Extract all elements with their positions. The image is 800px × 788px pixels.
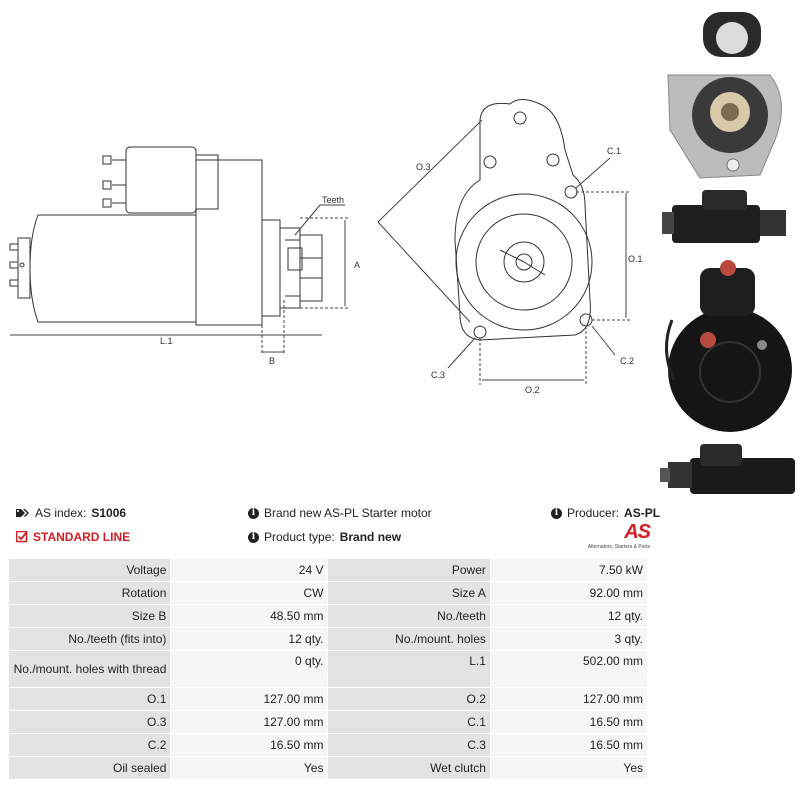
table-row: Voltage 24 V Power 7.50 kW <box>7 558 649 582</box>
spec-label: Wet clutch <box>327 756 491 780</box>
spec-value: 16.50 mm <box>170 733 329 757</box>
info-icon: i <box>248 531 259 543</box>
logo-subtitle: Alternators, Starters & Parts <box>587 544 650 550</box>
spec-value: 12 qty. <box>170 627 329 651</box>
spec-label: O.3 <box>7 710 172 734</box>
dim-o3-label: O.3 <box>416 162 431 172</box>
dim-l1-label: L.1 <box>160 336 173 346</box>
spec-label: Size A <box>327 581 491 605</box>
dim-b-label: B <box>269 356 275 366</box>
teeth-label: Teeth <box>322 195 344 205</box>
producer-label: Producer: <box>567 506 620 520</box>
table-row: C.2 16.50 mm C.3 16.50 mm <box>7 733 649 757</box>
spec-value: CW <box>170 581 329 605</box>
spec-value: 7.50 kW <box>489 558 649 582</box>
spec-value: 24 V <box>170 558 329 582</box>
as-index-label: AS index: <box>35 506 87 520</box>
spec-label: No./mount. holes <box>327 627 491 651</box>
producer: i Producer: AS-PL <box>551 506 660 520</box>
spec-label: O.2 <box>327 687 491 711</box>
info-icon: i <box>248 507 259 519</box>
spec-value: 127.00 mm <box>489 687 649 711</box>
spec-label: C.2 <box>7 733 172 757</box>
dim-c3-label: C.3 <box>431 370 445 380</box>
tags-icon <box>16 509 29 517</box>
spec-label: Oil sealed <box>7 756 172 780</box>
spec-label: L.1 <box>327 650 491 688</box>
spec-label: Rotation <box>7 581 172 605</box>
spec-label: No./teeth (fits into) <box>7 627 172 651</box>
info-icon: i <box>551 507 562 519</box>
side-view-drawing <box>9 146 323 326</box>
technical-drawing: Teeth A B L.1 O.1 O.2 O.3 C.1 C.2 C.3 <box>9 12 795 494</box>
product-type: i Product type: Brand new <box>248 530 401 544</box>
spec-value: Yes <box>170 756 329 780</box>
as-index: AS index: S1006 <box>16 506 126 520</box>
description-text: Brand new AS-PL Starter motor <box>264 506 432 520</box>
product-type-label: Product type: <box>264 530 335 544</box>
dim-o1-label: O.1 <box>628 254 643 264</box>
logo-mark: AS <box>624 521 651 543</box>
spec-label: C.3 <box>327 733 491 757</box>
table-row: No./mount. holes with thread 0 qty. L.1 … <box>7 650 649 688</box>
spec-value: Yes <box>489 756 649 780</box>
spec-label: No./teeth <box>327 604 491 628</box>
product-photo-rear <box>665 260 792 432</box>
table-row: Rotation CW Size A 92.00 mm <box>7 581 649 605</box>
dim-c2-label: C.2 <box>620 356 634 366</box>
table-row: No./teeth (fits into) 12 qty. No./mount.… <box>7 627 649 651</box>
spec-value: 48.50 mm <box>170 604 329 628</box>
specs-table: Voltage 24 V Power 7.50 kW Rotation CW S… <box>7 558 649 780</box>
product-type-value: Brand new <box>339 530 402 544</box>
product-photo-side <box>660 444 795 494</box>
spec-value: 0 qty. <box>170 650 329 688</box>
as-index-value: S1006 <box>91 506 127 520</box>
spec-label: O.1 <box>7 687 172 711</box>
spec-label: C.1 <box>327 710 491 734</box>
dim-c1-label: C.1 <box>607 146 621 156</box>
table-row: O.3 127.00 mm C.1 16.50 mm <box>7 710 649 734</box>
product-info-header: AS index: S1006 STANDARD LINE i Brand ne… <box>0 500 800 555</box>
description: i Brand new AS-PL Starter motor <box>248 506 432 520</box>
product-photo-side-small <box>662 190 786 243</box>
spec-label: No./mount. holes with thread <box>7 650 172 688</box>
spec-value: 12 qty. <box>489 604 649 628</box>
spec-value: 3 qty. <box>489 627 649 651</box>
spec-value: 92.00 mm <box>489 581 649 605</box>
table-row: Oil sealed Yes Wet clutch Yes <box>7 756 649 780</box>
product-photo-front <box>667 12 782 179</box>
spec-label: Size B <box>7 604 172 628</box>
spec-value: 16.50 mm <box>489 733 649 757</box>
checkbox-checked-icon <box>16 531 28 543</box>
spec-value: 502.00 mm <box>489 650 649 688</box>
dim-o2-label: O.2 <box>525 385 540 395</box>
dim-a-label: A <box>354 260 360 270</box>
spec-value: 127.00 mm <box>170 687 329 711</box>
spec-value: 16.50 mm <box>489 710 649 734</box>
spec-value: 127.00 mm <box>170 710 329 734</box>
as-pl-logo: AS Alternators, Starters & Parts <box>585 521 651 553</box>
table-row: Size B 48.50 mm No./teeth 12 qty. <box>7 604 649 628</box>
producer-value: AS-PL <box>624 506 661 520</box>
spec-label: Power <box>327 558 491 582</box>
front-view-drawing <box>454 99 593 341</box>
standard-line-label: STANDARD LINE <box>33 530 131 544</box>
table-row: O.1 127.00 mm O.2 127.00 mm <box>7 687 649 711</box>
standard-line: STANDARD LINE <box>16 530 130 544</box>
spec-label: Voltage <box>7 558 172 582</box>
